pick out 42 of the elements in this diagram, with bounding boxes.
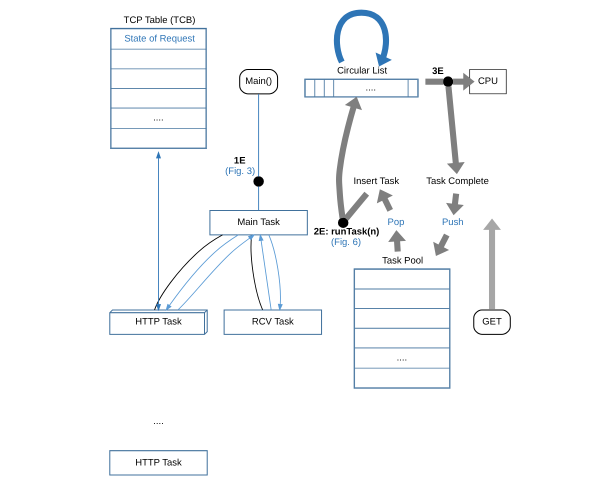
node-label: Task Pool — [382, 255, 424, 266]
arrow — [445, 86, 465, 174]
connector — [258, 186, 260, 211]
arrow — [433, 234, 450, 256]
node-box: Main Task — [209, 210, 308, 236]
label: .... — [153, 416, 164, 428]
arrow — [446, 193, 464, 216]
node-box: GET — [473, 309, 511, 335]
arrow — [268, 234, 283, 312]
arrow — [388, 230, 406, 252]
arrow — [483, 218, 501, 310]
arrow — [258, 234, 272, 310]
arrow — [177, 234, 256, 310]
node-circle — [442, 76, 454, 87]
arrow — [165, 234, 239, 312]
node-label: 3E — [432, 66, 444, 78]
node-text: Push — [442, 217, 464, 228]
arrow — [334, 10, 392, 67]
node-box: HTTP Task — [109, 450, 208, 476]
node-label: (Fig. 6) — [331, 237, 362, 248]
node-label: (Fig. 3) — [225, 166, 256, 178]
node-label: Circular List — [337, 66, 388, 77]
node-label: 2E: runTask(n) — [314, 226, 380, 238]
arrow — [336, 96, 362, 218]
node-text: Task Complete — [426, 176, 489, 187]
node-box: RCV Task — [224, 309, 322, 335]
node-circle — [338, 217, 348, 228]
connector — [344, 192, 370, 221]
arrow — [156, 151, 162, 312]
arrow — [453, 72, 475, 91]
node-text: Pop — [388, 217, 404, 228]
node-label: TCP Table (TCB) — [124, 14, 196, 26]
node-box: Main() — [239, 68, 278, 94]
arrow — [376, 189, 393, 212]
node-box: CPU — [469, 69, 507, 94]
connector — [154, 234, 223, 310]
connector — [258, 94, 260, 178]
node-label: 1E — [234, 155, 246, 166]
connector — [250, 234, 264, 310]
connector — [425, 78, 444, 85]
node-circle — [253, 176, 264, 187]
node-text: Insert Task — [354, 176, 400, 187]
